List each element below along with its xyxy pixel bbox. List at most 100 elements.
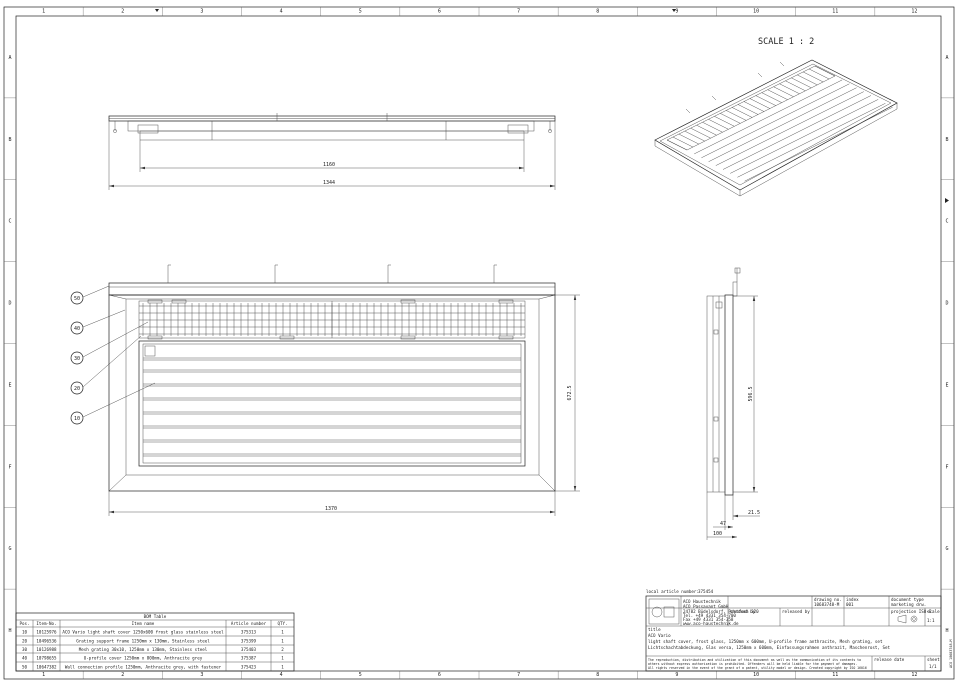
column-marker-6: 6 — [438, 9, 441, 15]
balloon-20: 20 — [70, 381, 84, 395]
row-marker-F: F — [8, 464, 11, 470]
drawing-no-label: drawing no. — [814, 597, 842, 602]
row-marker-H: H — [8, 628, 11, 634]
bom-cell: 50 — [22, 665, 28, 670]
projection-label: projection ISO-E — [891, 609, 932, 614]
column-marker-7: 7 — [517, 9, 520, 15]
bom-cell: 10496536 — [36, 639, 57, 644]
side-view — [706, 267, 760, 540]
bom-cell: Grating support frame 1250mm x 130mm, St… — [76, 639, 210, 644]
column-marker-8: 8 — [596, 9, 599, 15]
vertical-document-id: ACO 10683748-M — [949, 639, 953, 668]
svg-text:40: 40 — [74, 326, 80, 332]
bom-cell: Mesh grating 30x10, 1250mm x 130mm, Stai… — [79, 647, 208, 652]
row-marker-C: C — [945, 219, 948, 225]
column-marker-9: 9 — [675, 9, 678, 15]
inner-frame-border — [15, 15, 942, 672]
centering-mark-top-right — [672, 9, 676, 12]
bom-cell: U-profile cover 1250mm x 800mm, Anthraci… — [84, 656, 203, 661]
bom-cell: Wall connection profile 1250mm, Anthraci… — [65, 665, 222, 670]
index-value: 001 — [846, 602, 854, 607]
company-web: www.aco-haustechnik.de — [683, 621, 739, 626]
svg-text:20: 20 — [74, 386, 80, 392]
bom-cell: 40 — [22, 656, 28, 661]
bom-cell: 1 — [281, 639, 284, 644]
column-marker-10: 10 — [753, 672, 759, 678]
bom-cell: 375399 — [241, 639, 257, 644]
company-address: 24782 Büdelsdorf, Postfach 320 — [683, 609, 759, 614]
copyright-line-1: The reproduction, distribution and utili… — [648, 658, 861, 662]
dimension-side-height: 596.5 — [748, 386, 754, 401]
row-marker-E: E — [945, 382, 948, 388]
svg-text:10: 10 — [74, 416, 80, 422]
bom-cell: 375423 — [241, 665, 257, 670]
sheet-value: 1/1 — [929, 664, 937, 669]
column-marker-4: 4 — [280, 672, 283, 678]
column-marker-2: 2 — [121, 672, 124, 678]
bom-cell: 375313 — [241, 630, 257, 635]
bom-cell: 1 — [281, 656, 284, 661]
balloon-30: 30 — [70, 351, 84, 365]
company-name: ACO Haustechnik — [683, 599, 721, 604]
copyright-line-3: All rights reserved in the event of the … — [648, 666, 867, 670]
centering-mark-top-left — [155, 9, 159, 12]
bom-header-cell: Item name — [132, 621, 155, 626]
row-marker-A: A — [8, 55, 11, 61]
document-type-label: document type — [891, 597, 924, 602]
column-marker-5: 5 — [359, 672, 362, 678]
row-marker-D: D — [945, 301, 948, 307]
dimension-front-height: 672.5 — [567, 385, 573, 400]
dimension-top-outer: 1344 — [323, 180, 335, 186]
bom-cell: 20 — [22, 639, 28, 644]
row-marker-C: C — [8, 219, 11, 225]
dimension-side-d2: 47 — [720, 521, 726, 527]
centering-mark-right — [945, 198, 949, 203]
bom-cell: 375387 — [241, 656, 257, 661]
balloon-50: 50 — [70, 291, 84, 305]
column-marker-6: 6 — [438, 672, 441, 678]
checked-by-label: checked by — [730, 609, 756, 614]
column-marker-1: 1 — [42, 672, 45, 678]
document-type-value: marketing drw. — [891, 602, 926, 607]
release-date-label: release date — [874, 657, 905, 662]
column-marker-11: 11 — [832, 672, 838, 678]
bom-header-cell: Item-No. — [36, 621, 56, 626]
row-marker-A: A — [945, 55, 948, 61]
scale-label: SCALE 1 : 2 — [758, 37, 814, 47]
balloon-10: 10 — [70, 411, 84, 425]
company-tel: Tel. +49 4331 354-700 — [683, 613, 736, 618]
dimension-front-width: 1370 — [325, 506, 337, 512]
row-marker-H: H — [945, 628, 948, 634]
local-article-label: local article number: — [646, 589, 699, 594]
index-label: index — [846, 597, 859, 602]
column-marker-11: 11 — [832, 9, 838, 15]
row-marker-F: F — [945, 464, 948, 470]
bom-header-cell: Article number — [231, 621, 267, 626]
sheet-label: sheet — [927, 657, 940, 662]
column-marker-10: 10 — [753, 9, 759, 15]
bom-cell: 10125976 — [36, 630, 57, 635]
dimension-top-inner: 1160 — [323, 162, 335, 168]
bom-cell: 1 — [281, 665, 284, 670]
column-marker-9: 9 — [675, 672, 678, 678]
company-fax: Fax +49 4331 354-358 — [683, 617, 734, 622]
column-marker-12: 12 — [911, 672, 917, 678]
scale-field-label: scale — [927, 609, 940, 614]
isometric-view — [654, 59, 898, 197]
title-label: title — [648, 627, 661, 632]
title-value: ACO Vario — [648, 633, 671, 638]
column-marker-1: 1 — [42, 9, 45, 15]
column-marker-5: 5 — [359, 9, 362, 15]
svg-text:50: 50 — [74, 296, 80, 302]
dimension-side-d3: 100 — [713, 531, 722, 537]
top-view — [108, 113, 556, 190]
bom-header-cell: QTY. — [277, 621, 287, 626]
released-by-label: released by — [782, 609, 810, 614]
row-marker-E: E — [8, 382, 11, 388]
local-article-value: 375454 — [698, 589, 714, 594]
scale-field-value: 1:1 — [927, 618, 935, 623]
